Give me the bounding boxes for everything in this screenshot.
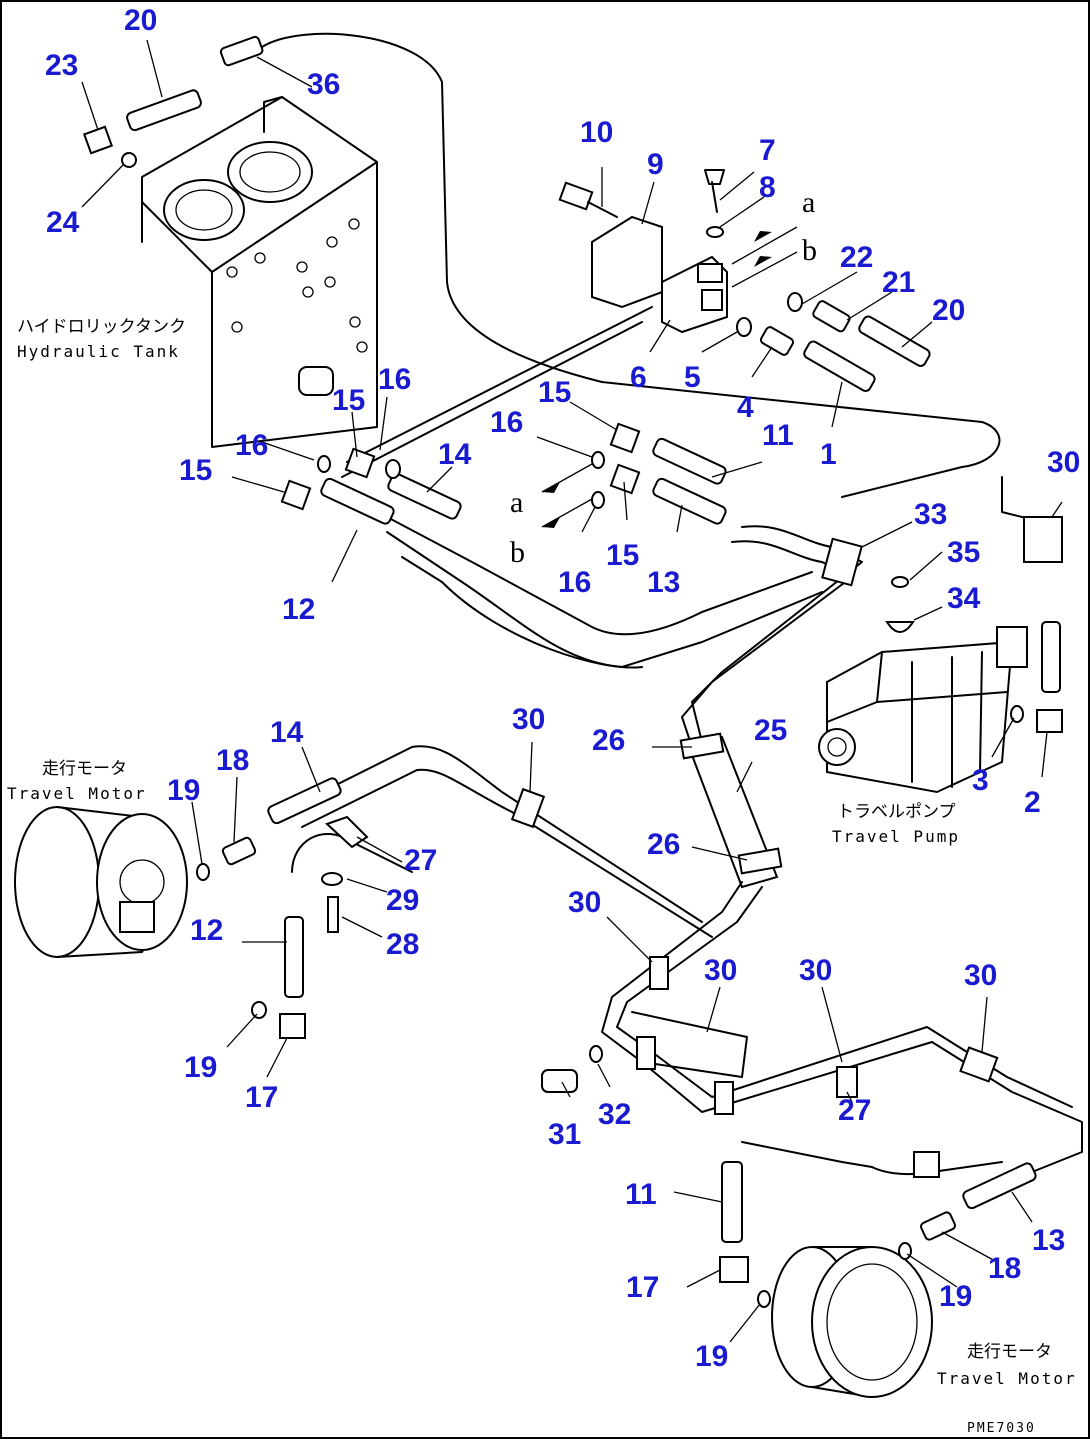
callout-15: 15 xyxy=(606,539,639,572)
callout-19: 19 xyxy=(695,1340,728,1373)
callout-15: 15 xyxy=(179,454,212,487)
port-b-label: b xyxy=(510,536,525,569)
callout-25: 25 xyxy=(754,714,787,747)
drawing-code: PME7030 xyxy=(967,1421,1036,1436)
travel-motor-right xyxy=(771,1246,933,1398)
callout-20: 20 xyxy=(124,4,157,37)
callout-14: 14 xyxy=(438,438,472,471)
callout-27: 27 xyxy=(838,1094,871,1127)
callout-11: 11 xyxy=(762,419,794,452)
callout-35: 35 xyxy=(947,536,980,569)
callout-18: 18 xyxy=(988,1252,1021,1285)
travel-pump-label-jp: トラベルポンプ xyxy=(837,802,956,822)
callout-10: 10 xyxy=(580,116,613,149)
callout-32: 32 xyxy=(598,1098,631,1131)
callout-17: 17 xyxy=(626,1271,659,1304)
callout-17: 17 xyxy=(245,1081,278,1114)
callout-16: 16 xyxy=(558,566,591,599)
callout-14: 14 xyxy=(270,716,304,749)
callout-12: 12 xyxy=(190,914,223,947)
callout-16: 16 xyxy=(378,363,411,396)
travel-motor-right-label-jp: 走行モータ xyxy=(967,1342,1052,1362)
travel-motor-left-label-en: Travel Motor xyxy=(7,784,147,803)
callout-16: 16 xyxy=(490,406,523,439)
travel-motor-left xyxy=(14,806,188,958)
callout-18: 18 xyxy=(216,744,249,777)
travel-motor-right-label-en: Travel Motor xyxy=(937,1369,1077,1388)
port-a-label: a xyxy=(802,186,815,219)
callout-20: 20 xyxy=(932,294,965,327)
fittings xyxy=(82,35,1063,1308)
port-markers: a b a b xyxy=(510,186,817,569)
callout-9: 9 xyxy=(647,148,664,181)
hydraulic-tank xyxy=(141,96,378,448)
callout-1: 1 xyxy=(820,438,837,471)
callout-30: 30 xyxy=(964,959,997,992)
callout-5: 5 xyxy=(684,361,701,394)
callout-31: 31 xyxy=(548,1118,581,1151)
hydraulic-tank-label-jp: ハイドロリックタンク xyxy=(17,317,186,337)
callout-19: 19 xyxy=(939,1280,972,1313)
callout-30: 30 xyxy=(512,703,545,736)
callout-numbers: 20 23 36 24 10 9 7 8 22 21 20 6 5 4 1 16… xyxy=(45,4,1080,1373)
callout-30: 30 xyxy=(568,886,601,919)
callout-19: 19 xyxy=(167,774,200,807)
callout-12: 12 xyxy=(282,593,315,626)
callout-36: 36 xyxy=(307,68,340,101)
callout-6: 6 xyxy=(630,361,647,394)
callout-33: 33 xyxy=(914,498,947,531)
callout-4: 4 xyxy=(737,391,754,424)
port-a-label: a xyxy=(510,486,523,519)
valve-block xyxy=(558,169,728,334)
callout-19: 19 xyxy=(184,1051,217,1084)
travel-pump xyxy=(818,626,1028,794)
hydraulic-tank-label-en: Hydraulic Tank xyxy=(17,342,180,361)
callout-23: 23 xyxy=(45,49,78,82)
callout-7: 7 xyxy=(759,134,776,167)
callout-28: 28 xyxy=(386,928,419,961)
travel-motor-left-label-jp: 走行モータ xyxy=(42,759,127,779)
callout-3: 3 xyxy=(972,764,989,797)
callout-24: 24 xyxy=(46,206,80,239)
callout-26: 26 xyxy=(592,724,625,757)
callout-22: 22 xyxy=(840,241,873,274)
callout-11: 11 xyxy=(625,1178,657,1211)
callout-34: 34 xyxy=(947,582,981,615)
callout-13: 13 xyxy=(647,566,680,599)
callout-26: 26 xyxy=(647,828,680,861)
callout-15: 15 xyxy=(538,376,571,409)
callout-8: 8 xyxy=(759,171,776,204)
callout-21: 21 xyxy=(882,266,915,299)
callout-30: 30 xyxy=(704,954,737,987)
travel-pump-label-en: Travel Pump xyxy=(832,827,960,846)
callout-16: 16 xyxy=(235,429,268,462)
callout-13: 13 xyxy=(1032,1224,1065,1257)
piping xyxy=(261,32,1083,1243)
callout-27: 27 xyxy=(404,844,437,877)
port-b-label: b xyxy=(802,234,817,267)
callout-15: 15 xyxy=(332,384,365,417)
leader-lines xyxy=(81,39,1063,1343)
callout-30: 30 xyxy=(1047,446,1080,479)
callout-29: 29 xyxy=(386,884,419,917)
callout-30: 30 xyxy=(799,954,832,987)
callout-2: 2 xyxy=(1024,786,1041,819)
